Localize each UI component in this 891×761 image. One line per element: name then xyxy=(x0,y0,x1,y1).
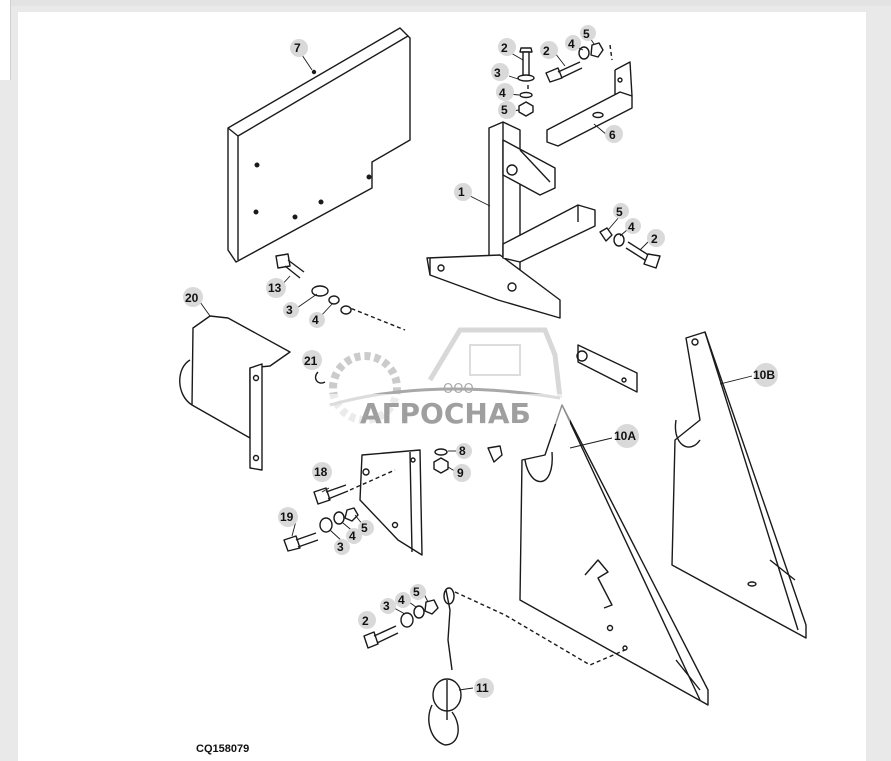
lynch-pin-part-11 xyxy=(428,587,626,746)
callout-8: 8 xyxy=(456,443,472,459)
svg-text:4: 4 xyxy=(398,593,405,607)
callout-18: 18 xyxy=(312,462,332,482)
hardware-top-right xyxy=(545,42,604,83)
part-21-clip xyxy=(314,371,326,384)
callout-5-mid: 5 xyxy=(358,520,374,536)
svg-text:20: 20 xyxy=(185,291,199,305)
svg-text:4: 4 xyxy=(499,86,506,100)
svg-text:3: 3 xyxy=(383,599,390,613)
callout-10b: 10B xyxy=(753,363,778,387)
plate-small xyxy=(359,449,423,556)
callout-4-left: 4 xyxy=(309,312,325,328)
svg-text:7: 7 xyxy=(294,41,301,55)
bracket-part-6 xyxy=(546,61,633,147)
svg-text:4: 4 xyxy=(628,220,635,234)
callout-9: 9 xyxy=(453,464,471,482)
svg-text:10B: 10B xyxy=(753,368,775,382)
callout-20: 20 xyxy=(183,287,203,307)
hardware-18-group xyxy=(313,484,349,505)
bracket-part-20 xyxy=(179,315,291,471)
svg-text:5: 5 xyxy=(361,521,368,535)
svg-text:21: 21 xyxy=(304,354,318,368)
panel-part-7 xyxy=(227,27,411,263)
callout-4-topright: 4 xyxy=(565,35,581,51)
svg-text:5: 5 xyxy=(413,585,420,599)
svg-text:5: 5 xyxy=(616,205,623,219)
callout-10a: 10A xyxy=(614,424,639,448)
callout-7: 7 xyxy=(290,39,308,57)
plate-part-10a xyxy=(519,404,709,706)
svg-text:13: 13 xyxy=(268,281,282,295)
callout-1: 1 xyxy=(454,183,472,201)
callout-3-bottom: 3 xyxy=(380,598,396,614)
hardware-stack-top xyxy=(517,47,535,117)
svg-text:10A: 10A xyxy=(614,429,636,443)
callout-11: 11 xyxy=(474,678,494,698)
callout-5-right: 5 xyxy=(613,203,629,219)
callout-2-top: 2 xyxy=(498,38,516,56)
svg-text:8: 8 xyxy=(459,444,466,458)
callout-4-right: 4 xyxy=(625,218,641,234)
svg-text:2: 2 xyxy=(543,44,550,58)
hardware-right xyxy=(599,227,661,269)
frame-part-1 xyxy=(426,121,638,393)
parts-diagram: 7 1 2 3 4 5 2 4 5 6 5 4 2 13 3 4 20 21 1… xyxy=(179,25,807,755)
callout-5-bottom: 5 xyxy=(410,584,426,600)
hardware-19-group xyxy=(283,507,359,552)
plate-part-10b xyxy=(671,331,807,639)
callout-4-bottom: 4 xyxy=(395,592,411,608)
callout-13: 13 xyxy=(266,278,286,298)
svg-text:2: 2 xyxy=(362,614,369,628)
callout-3-left: 3 xyxy=(283,302,299,318)
hardware-bottom xyxy=(363,599,439,649)
svg-text:3: 3 xyxy=(286,303,293,317)
svg-text:11: 11 xyxy=(476,681,489,695)
svg-text:6: 6 xyxy=(609,128,616,142)
figure-id: CQ158079 xyxy=(196,743,249,755)
svg-text:5: 5 xyxy=(583,27,590,41)
callout-21: 21 xyxy=(302,350,322,370)
callout-3-mid: 3 xyxy=(334,539,350,555)
svg-text:3: 3 xyxy=(494,66,501,80)
diagram-sheet: 7 1 2 3 4 5 2 4 5 6 5 4 2 13 3 4 20 21 1… xyxy=(18,12,866,761)
side-panel-edge xyxy=(0,0,11,80)
callout-5-topright: 5 xyxy=(580,25,596,41)
callout-5-top: 5 xyxy=(498,101,516,119)
svg-text:19: 19 xyxy=(280,510,294,524)
svg-text:4: 4 xyxy=(568,37,575,51)
svg-text:3: 3 xyxy=(337,540,344,554)
callout-3-top: 3 xyxy=(491,63,509,81)
svg-text:18: 18 xyxy=(314,465,328,479)
hardware-8-9 xyxy=(433,445,503,474)
svg-text:4: 4 xyxy=(312,313,319,327)
callout-19: 19 xyxy=(278,507,298,527)
hardware-13-group xyxy=(275,253,352,315)
svg-text:1: 1 xyxy=(458,185,465,199)
watermark-logo: ООО АГРОСНАБ xyxy=(329,327,570,430)
watermark-name: АГРОСНАБ xyxy=(360,397,531,430)
watermark-prefix: ООО xyxy=(443,382,474,397)
svg-text:4: 4 xyxy=(349,529,356,543)
callout-4-mid: 4 xyxy=(346,528,362,544)
callout-4-top: 4 xyxy=(496,83,514,101)
svg-text:5: 5 xyxy=(501,103,508,117)
svg-text:2: 2 xyxy=(651,232,658,246)
callout-2-bottom: 2 xyxy=(358,611,376,629)
callout-6: 6 xyxy=(605,125,623,143)
callout-2-topright: 2 xyxy=(540,41,558,59)
svg-text:9: 9 xyxy=(457,466,464,480)
window-top-strip xyxy=(0,0,891,6)
svg-text:2: 2 xyxy=(501,41,508,55)
callout-2-right: 2 xyxy=(647,229,665,247)
